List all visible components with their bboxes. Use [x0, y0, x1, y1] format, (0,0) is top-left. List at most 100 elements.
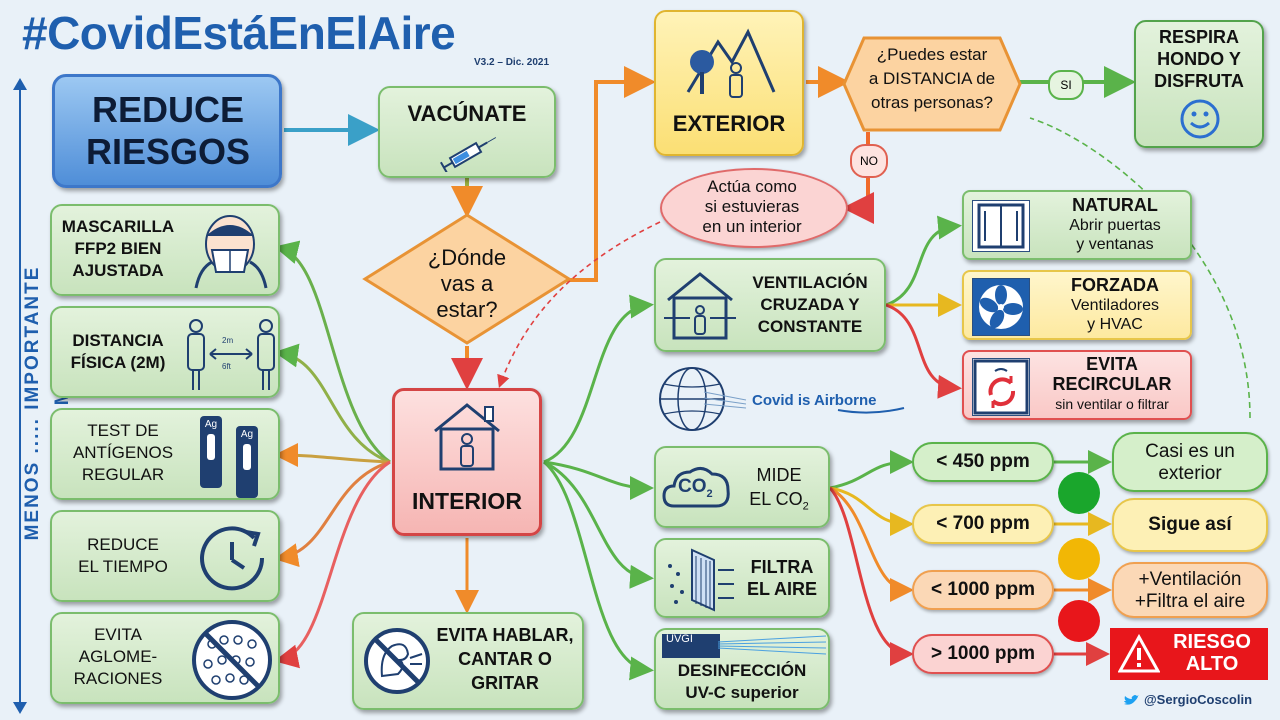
vacunate-label: VACÚNATE — [407, 101, 527, 126]
riesgo-alto-outcome: RIESGO ALTO — [1110, 628, 1268, 680]
respira-line1: RESPIRA — [1158, 27, 1239, 47]
forzada-line2: y HVAC — [1087, 316, 1143, 333]
recircular-line1: sin ventilar o filtrar — [1055, 396, 1169, 412]
syringe-icon — [440, 137, 497, 172]
mide-line2: EL CO2 — [749, 489, 809, 513]
interior-box: INTERIOR — [392, 388, 542, 536]
test-line1: TEST DE — [87, 421, 159, 440]
distance-q-line1: ¿Puedes estar — [876, 45, 988, 64]
forzada-head: FORZADA — [1071, 275, 1159, 295]
actua-line3: en un interior — [702, 217, 802, 236]
house-person-icon — [434, 403, 500, 471]
window-icon — [972, 200, 1030, 252]
sigue-label: Sigue así — [1148, 514, 1232, 535]
page-title: #CovidEstáEnElAire — [22, 7, 456, 59]
recircular-box: EVITA RECIRCULAR sin ventilar o filtrar — [962, 350, 1192, 420]
donde-line2: vas a — [440, 271, 494, 296]
sigue-asi-outcome: Sigue así — [1112, 498, 1268, 552]
uv-lamp-icon — [662, 634, 720, 658]
uvgi-box: UVGI DESINFECCIÓN UV-C superior — [654, 628, 830, 710]
ventilacion-line3: CONSTANTE — [757, 317, 863, 336]
filtra-line2: EL AIRE — [746, 579, 817, 599]
filtra-line1: FILTRA — [750, 557, 814, 577]
forzada-box: FORZADA Ventiladores y HVAC — [962, 270, 1192, 340]
aglomeraciones-line2: AGLOME- — [78, 647, 158, 666]
ppm-450: < 450 ppm — [912, 442, 1054, 482]
red-light-icon — [1058, 600, 1100, 642]
tiempo-line1: REDUCE — [87, 535, 159, 554]
covid-airborne-text: Covid is Airborne — [752, 392, 877, 409]
antigen-test-icon: Ag — [200, 416, 222, 488]
test-line3: REGULAR — [81, 465, 165, 484]
actua-line2: si estuvieras — [704, 197, 800, 216]
respira-box: RESPIRA HONDO Y DISFRUTA — [1134, 20, 1264, 148]
respira-line3: DISFRUTA — [1154, 71, 1244, 91]
amber-light-icon — [1058, 538, 1100, 580]
co2-cloud-icon — [662, 467, 730, 508]
actua-interior-bubble — [660, 168, 848, 248]
evita-hablar-line2: CANTAR O — [458, 649, 552, 669]
antigen-test-icon: Ag — [236, 426, 258, 498]
house-airflow-icon — [664, 272, 736, 340]
test-antigenos-box: TEST DE ANTÍGENOS REGULAR Ag Ag — [50, 408, 280, 500]
twitter-handle[interactable]: @SergioCoscolin — [1144, 692, 1253, 707]
distancia-box: DISTANCIA FÍSICA (2M) 2m 6ft — [50, 306, 280, 398]
mascarilla-box: MASCARILLA FFP2 BIEN AJUSTADA — [50, 204, 280, 296]
mas-line2: +Filtra el aire — [1134, 591, 1246, 612]
uv-rays-icon — [717, 635, 827, 655]
globe-logo-icon — [659, 367, 747, 431]
aglomeraciones-line3: RACIONES — [73, 669, 163, 688]
aglomeraciones-box: EVITA AGLOME- RACIONES — [50, 612, 280, 704]
smiley-icon — [1180, 99, 1220, 139]
reduce-line1: REDUCE — [91, 89, 244, 130]
distance-q-line3: otras personas? — [871, 93, 993, 112]
donde-diamond — [362, 213, 572, 345]
evita-hablar-box: EVITA HABLAR, CANTAR O GRITAR — [352, 612, 584, 710]
distance-question-shape — [842, 36, 1022, 132]
filtra-box: FILTRA EL AIRE — [654, 538, 830, 618]
ppm-700: < 700 ppm — [912, 504, 1054, 544]
actua-line1: Actúa como — [707, 177, 797, 196]
ppm-1000: < 1000 ppm — [912, 570, 1054, 610]
donde-line1: ¿Dónde — [427, 245, 507, 270]
mas-line1: +Ventilación — [1138, 569, 1242, 590]
natural-line2: y ventanas — [1076, 236, 1154, 253]
warning-icon — [1118, 634, 1160, 673]
tiempo-line2: EL TIEMPO — [78, 557, 168, 576]
ventilacion-line2: CRUZADA Y — [760, 295, 860, 314]
riesgo-line2: ALTO — [1185, 653, 1239, 675]
mountains-tree-person-icon — [686, 28, 776, 98]
distance-meters-label: 2m — [222, 336, 234, 345]
donde-line3: estar? — [436, 297, 498, 322]
recircular-head1: EVITA — [1086, 354, 1138, 374]
uvgi-line1: DESINFECCIÓN — [677, 661, 807, 680]
casi-exterior-outcome: Casi es un exterior — [1112, 432, 1268, 492]
reduce-tiempo-box: REDUCE EL TIEMPO — [50, 510, 280, 602]
reduce-riesgos-box: REDUCE RIESGOS — [52, 74, 282, 188]
ventilacion-box: VENTILACIÓN CRUZADA Y CONSTANTE — [654, 258, 886, 352]
uvgi-line2: UV-C superior — [685, 683, 799, 702]
clock-icon — [200, 526, 265, 591]
air-filter-icon — [668, 548, 734, 612]
fan-icon — [972, 278, 1030, 336]
casi-line1: Casi es un — [1145, 441, 1235, 462]
vacunate-box: VACÚNATE — [378, 86, 556, 178]
exterior-box: EXTERIOR — [654, 10, 804, 156]
test-line2: ANTÍGENOS — [72, 443, 174, 462]
evita-hablar-line3: GRITAR — [471, 673, 539, 693]
ppm-over-1000: > 1000 ppm — [912, 634, 1054, 674]
recircular-head2: RECIRCULAR — [1052, 374, 1172, 394]
mas-ventilacion-outcome: +Ventilación +Filtra el aire — [1112, 562, 1268, 618]
no-speaking-icon — [364, 628, 430, 694]
riesgo-line1: RIESGO — [1173, 631, 1251, 653]
natural-line1: Abrir puertas — [1069, 217, 1161, 234]
no-badge: NO — [850, 144, 888, 178]
ventilacion-line1: VENTILACIÓN — [752, 273, 868, 292]
mask-face-icon — [194, 215, 268, 289]
evita-hablar-line1: EVITA HABLAR, — [436, 625, 574, 645]
interior-label: INTERIOR — [412, 488, 522, 514]
distancia-line1: DISTANCIA — [72, 331, 164, 350]
exterior-label: EXTERIOR — [672, 111, 786, 136]
logo-underline — [837, 407, 905, 414]
aglomeraciones-line1: EVITA — [94, 625, 142, 644]
